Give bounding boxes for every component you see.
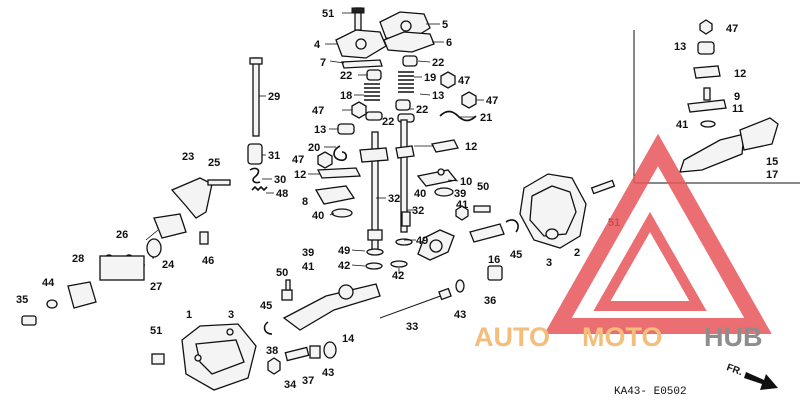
callout-16: 16 bbox=[488, 254, 500, 266]
watermark-moto: MOTO bbox=[582, 322, 663, 352]
callout-35: 35 bbox=[16, 294, 28, 306]
callout-50: 50 bbox=[477, 181, 489, 193]
callout-3: 3 bbox=[228, 309, 234, 321]
callout-43: 43 bbox=[322, 367, 334, 379]
callout-40: 40 bbox=[414, 188, 426, 200]
callout-11: 11 bbox=[732, 103, 744, 115]
drawing-code: KA43- E0502 bbox=[614, 386, 687, 398]
callout-2: 2 bbox=[574, 247, 580, 259]
callout-8: 8 bbox=[302, 196, 308, 208]
callout-30: 30 bbox=[274, 174, 286, 186]
top-cover-group bbox=[335, 7, 477, 135]
callout-36: 36 bbox=[484, 295, 496, 307]
callout-7: 7 bbox=[320, 57, 326, 69]
callout-13: 13 bbox=[432, 90, 444, 102]
callout-18: 18 bbox=[340, 90, 352, 102]
callout-32: 32 bbox=[412, 205, 424, 217]
callout-50: 50 bbox=[276, 267, 288, 279]
callout-20: 20 bbox=[308, 142, 320, 154]
arrow-icon bbox=[744, 372, 778, 390]
callout-31: 31 bbox=[268, 150, 280, 162]
lower-cover bbox=[151, 323, 257, 391]
callout-42: 42 bbox=[392, 270, 404, 282]
shift-shafts bbox=[359, 119, 415, 270]
callout-12: 12 bbox=[734, 68, 746, 80]
callout-22: 22 bbox=[416, 104, 428, 116]
right-cover bbox=[519, 173, 616, 249]
callout-45: 45 bbox=[260, 300, 272, 312]
callout-47: 47 bbox=[312, 105, 324, 117]
callout-45: 45 bbox=[510, 249, 522, 261]
callout-48: 48 bbox=[276, 188, 288, 200]
callout-25: 25 bbox=[208, 157, 220, 169]
middle-right-parts bbox=[416, 139, 519, 261]
callout-33: 33 bbox=[406, 321, 418, 333]
fork-group bbox=[263, 279, 381, 335]
callout-9: 9 bbox=[734, 91, 740, 103]
callout-37: 37 bbox=[302, 375, 314, 387]
callout-46: 46 bbox=[202, 255, 214, 267]
callout-41: 41 bbox=[302, 261, 314, 273]
callout-41: 41 bbox=[456, 199, 468, 211]
lever-group bbox=[247, 57, 268, 192]
inset-parts bbox=[679, 19, 779, 173]
callout-51: 51 bbox=[150, 325, 162, 337]
callout-21: 21 bbox=[480, 112, 492, 124]
callout-42: 42 bbox=[338, 260, 350, 272]
callout-22: 22 bbox=[382, 116, 394, 128]
arm-and-spring-group bbox=[21, 177, 231, 326]
front-direction-arrow: FR. bbox=[725, 362, 778, 390]
callout-27: 27 bbox=[150, 281, 162, 293]
callout-5: 5 bbox=[442, 19, 448, 31]
callout-44: 44 bbox=[42, 277, 55, 289]
inset-frame bbox=[633, 30, 800, 184]
callout-12: 12 bbox=[294, 169, 306, 181]
callout-51: 51 bbox=[322, 8, 334, 20]
callout-29: 29 bbox=[268, 91, 280, 103]
callout-47: 47 bbox=[726, 23, 738, 35]
callout-22: 22 bbox=[340, 70, 352, 82]
callout-3: 3 bbox=[546, 257, 552, 269]
callout-40: 40 bbox=[312, 210, 324, 222]
callout-1: 1 bbox=[186, 309, 192, 321]
callout-23: 23 bbox=[182, 151, 194, 163]
direction-label: FR. bbox=[725, 362, 744, 378]
callout-15: 15 bbox=[766, 156, 778, 168]
leader-lines bbox=[145, 12, 484, 274]
watermark-auto: AUTO bbox=[474, 322, 550, 352]
callout-49: 49 bbox=[416, 235, 428, 247]
callout-43: 43 bbox=[454, 309, 466, 321]
callout-47: 47 bbox=[292, 154, 304, 166]
callout-41: 41 bbox=[676, 119, 688, 131]
callout-39: 39 bbox=[454, 188, 466, 200]
callout-14: 14 bbox=[342, 333, 355, 345]
callout-13: 13 bbox=[314, 124, 326, 136]
callout-17: 17 bbox=[766, 169, 778, 181]
callout-47: 47 bbox=[486, 95, 498, 107]
callout-13: 13 bbox=[674, 41, 686, 53]
callout-39: 39 bbox=[302, 247, 314, 259]
long-bolt bbox=[379, 265, 503, 319]
watermark-hub: HUB bbox=[704, 322, 763, 352]
callout-26: 26 bbox=[116, 229, 128, 241]
callout-47: 47 bbox=[458, 75, 470, 87]
callout-12: 12 bbox=[465, 141, 477, 153]
callout-4: 4 bbox=[314, 39, 321, 51]
callout-28: 28 bbox=[72, 253, 84, 265]
callout-19: 19 bbox=[424, 72, 436, 84]
callout-24: 24 bbox=[162, 259, 175, 271]
callout-6: 6 bbox=[446, 37, 452, 49]
callout-49: 49 bbox=[338, 245, 350, 257]
middle-left-parts bbox=[314, 145, 362, 218]
callout-34: 34 bbox=[284, 379, 297, 391]
callout-22: 22 bbox=[432, 57, 444, 69]
bottom-fasteners bbox=[267, 341, 337, 375]
callout-32: 32 bbox=[388, 193, 400, 205]
callout-38: 38 bbox=[266, 345, 278, 357]
watermark-logo: AUTO MOTO HUB bbox=[474, 133, 772, 352]
callout-10: 10 bbox=[460, 176, 472, 188]
